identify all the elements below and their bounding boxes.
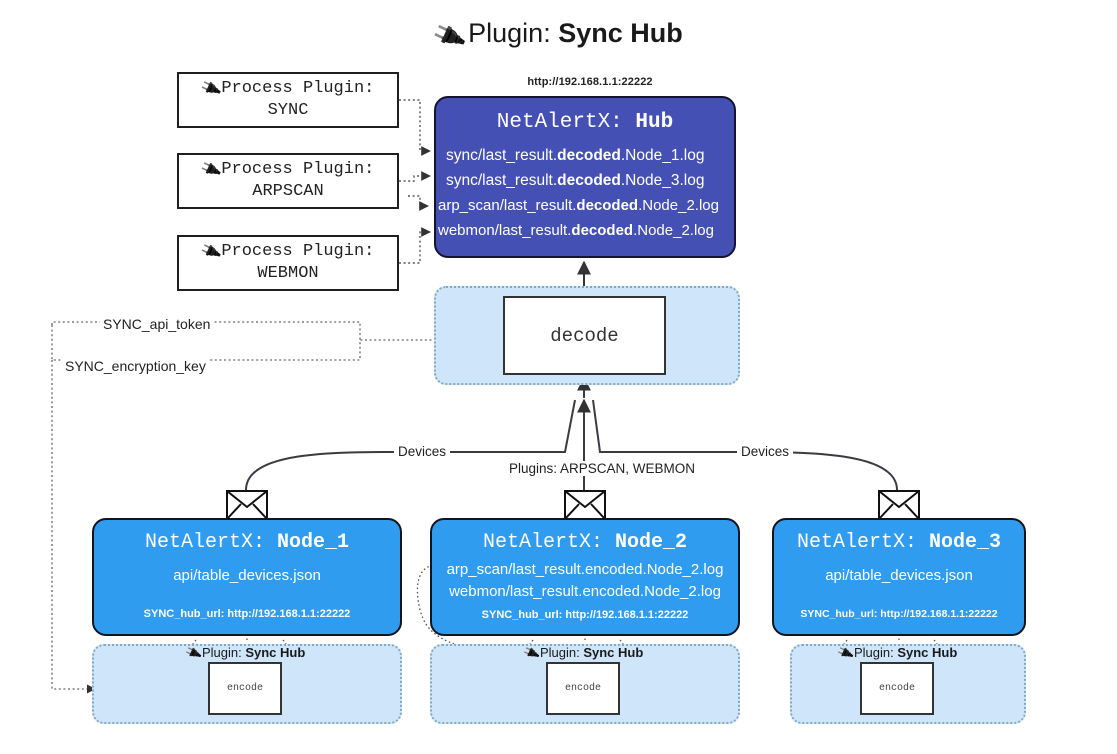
config-label-api-token: SYNC_api_token [100, 316, 214, 332]
process-plugin-sync[interactable]: 🔌Process Plugin: SYNC [177, 72, 399, 128]
node-2[interactable]: NetAlertX: Node_2 arp_scan/last_result.e… [430, 518, 740, 636]
hub-url-label: http://192.168.1.1:22222 [527, 76, 653, 88]
node-1[interactable]: NetAlertX: Node_1 api/table_devices.json… [92, 518, 402, 636]
decode-box[interactable]: decode [503, 296, 666, 375]
plug-icon: 🔌 [199, 241, 223, 264]
plug-icon: 🔌 [430, 18, 468, 55]
decode-label: decode [550, 324, 619, 347]
plug-icon: 🔌 [199, 78, 223, 101]
process-plugin-header-0: 🔌Process Plugin: [199, 78, 375, 101]
page-title-strong: Sync Hub [558, 18, 683, 48]
edge-encryption-key-to-containers [51, 360, 96, 694]
node-2-line: webmon/last_result.encoded.Node_2.log [449, 583, 721, 600]
encode-box-node3[interactable]: encode [860, 662, 934, 715]
hub-log-line: sync/last_result.decoded.Node_3.log [446, 172, 705, 189]
page-title: 🔌Plugin: Sync Hub [0, 18, 1117, 54]
hub-log-line: webmon/last_result.decoded.Node_2.log [438, 222, 714, 239]
hub-node[interactable]: NetAlertX: Hub sync/last_result.decoded.… [434, 96, 736, 258]
node-3-hub-url: SYNC_hub_url: http://192.168.1.1:22222 [800, 608, 998, 620]
node-2-line: arp_scan/last_result.encoded.Node_2.log [446, 561, 724, 578]
encode-label-node2: encode [564, 683, 601, 694]
plug-icon: 🔌 [184, 643, 203, 663]
config-label-encryption-key: SYNC_encryption_key [62, 358, 209, 374]
process-plugin-name-2: WEBMON [257, 264, 319, 283]
plug-icon: 🔌 [199, 159, 223, 182]
hub-log-line: arp_scan/last_result.decoded.Node_2.log [438, 197, 719, 214]
edge-webmon-to-hub [399, 227, 431, 264]
node-3-title: NetAlertX: Node_3 [796, 531, 1002, 554]
hub-log-line: sync/last_result.decoded.Node_1.log [446, 147, 705, 164]
encode-label-node3: encode [878, 683, 915, 694]
encode-box-node2[interactable]: encode [546, 662, 620, 715]
encode-box-node1[interactable]: encode [208, 662, 282, 715]
process-plugin-webmon[interactable]: 🔌Process Plugin: WEBMON [177, 235, 399, 291]
page-title-prefix: Plugin: [468, 18, 551, 48]
node-1-line: api/table_devices.json [173, 567, 321, 584]
edge-sync-to-hub [399, 99, 431, 156]
node-2-title: NetAlertX: Node_2 [482, 531, 688, 554]
node-3[interactable]: NetAlertX: Node_3 api/table_devices.json… [772, 518, 1026, 636]
process-plugin-header-2: 🔌Process Plugin: [199, 241, 375, 264]
process-plugin-header-1: 🔌Process Plugin: [199, 159, 375, 182]
edge-label-devices-right: Devices [737, 444, 794, 459]
edge-arpscan-to-hub [408, 195, 429, 211]
edge-label-devices-left: Devices [394, 444, 451, 459]
node-1-title: NetAlertX: Node_1 [144, 531, 350, 554]
process-plugin-arpscan[interactable]: 🔌Process Plugin: ARPSCAN [177, 153, 399, 209]
edge-sync-to-hub-2 [399, 171, 431, 182]
plugin-caption-node1: 🔌Plugin: Sync Hub [184, 643, 306, 663]
plugin-caption-node3: 🔌Plugin: Sync Hub [836, 643, 958, 663]
encode-label-node1: encode [226, 683, 263, 694]
envelope-icon-node2 [564, 490, 606, 525]
node-1-hub-url: SYNC_hub_url: http://192.168.1.1:22222 [143, 608, 351, 620]
hub-title: NetAlertX: Hub [496, 111, 674, 134]
plug-icon: 🔌 [836, 643, 855, 663]
process-plugin-name-1: ARPSCAN [252, 182, 324, 201]
edge-label-plugins-center: Plugins: ARPSCAN, WEBMON [505, 461, 700, 476]
process-plugin-name-0: SYNC [267, 101, 309, 120]
plug-icon: 🔌 [522, 643, 541, 663]
plugin-caption-node2: 🔌Plugin: Sync Hub [522, 643, 644, 663]
node-2-hub-url: SYNC_hub_url: http://192.168.1.1:22222 [481, 609, 689, 621]
node-3-line: api/table_devices.json [825, 567, 973, 584]
